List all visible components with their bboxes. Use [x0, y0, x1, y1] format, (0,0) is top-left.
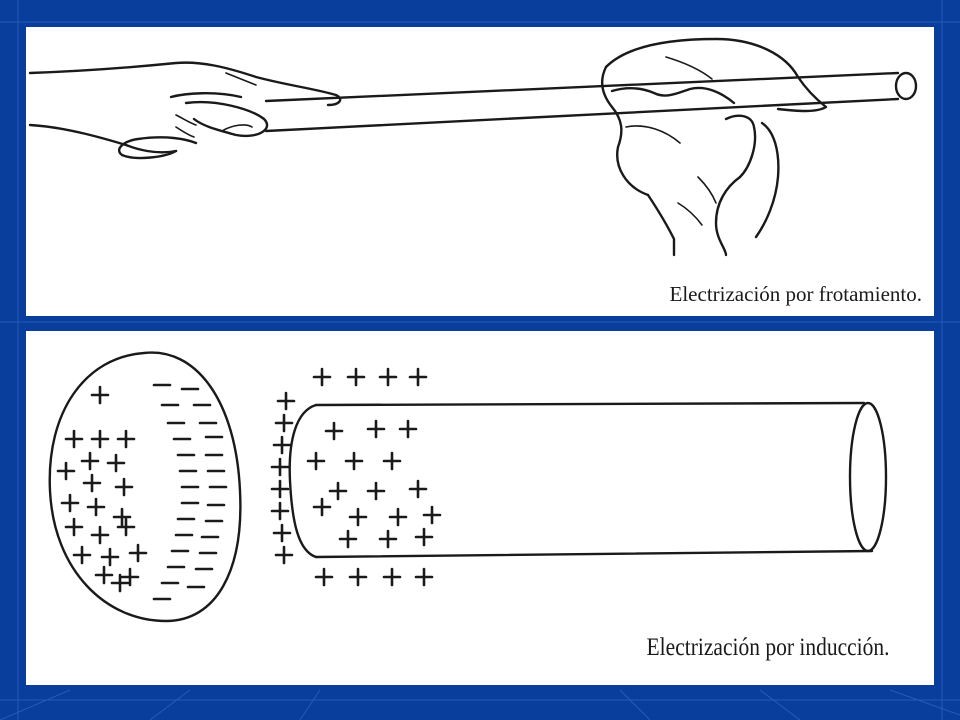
positive-charge-icon	[64, 429, 84, 449]
positive-charge-icon	[56, 461, 76, 481]
positive-charge-icon	[90, 525, 110, 545]
positive-charge-icon	[328, 481, 348, 501]
charged-sphere	[48, 351, 242, 623]
positive-charge-icon	[378, 367, 398, 387]
positive-charge-icon	[274, 545, 294, 565]
positive-charge-icon	[306, 451, 326, 471]
charged-sphere-and-rod-icon	[48, 351, 888, 623]
positive-charge-icon	[112, 507, 132, 527]
left-hand	[28, 61, 342, 160]
positive-charge-icon	[272, 523, 292, 543]
positive-charge-icon	[270, 457, 290, 477]
sphere-positive-charges	[56, 385, 148, 593]
positive-charge-icon	[422, 505, 442, 525]
positive-charge-icon	[270, 501, 290, 521]
positive-charge-icon	[366, 419, 386, 439]
positive-charge-icon	[106, 453, 126, 473]
positive-charge-icon	[94, 565, 114, 585]
positive-charge-icon	[414, 567, 434, 587]
positive-charge-icon	[398, 419, 418, 439]
positive-charge-icon	[382, 451, 402, 471]
positive-charge-icon	[348, 507, 368, 527]
positive-charge-icon	[120, 567, 140, 587]
positive-charge-icon	[346, 367, 366, 387]
positive-charge-icon	[90, 385, 110, 405]
positive-charge-icon	[110, 573, 130, 593]
cloth-and-right-hand	[601, 37, 828, 257]
positive-charge-icon	[72, 545, 92, 565]
positive-charge-icon	[414, 527, 434, 547]
positive-charge-icon	[312, 367, 332, 387]
positive-charge-icon	[408, 367, 428, 387]
positive-charge-icon	[114, 477, 134, 497]
positive-charge-icon	[64, 517, 84, 537]
positive-charge-icon	[366, 481, 386, 501]
positive-charge-icon	[378, 529, 398, 549]
positive-charge-icon	[116, 429, 136, 449]
positive-charge-icon	[272, 435, 292, 455]
positive-charge-icon	[80, 451, 100, 471]
positive-charge-icon	[314, 567, 334, 587]
positive-charge-icon	[60, 493, 80, 513]
positive-charge-icon	[270, 479, 290, 499]
positive-charge-icon	[274, 413, 294, 433]
positive-charge-icon	[338, 529, 358, 549]
positive-charge-icon	[312, 497, 332, 517]
induction-caption: Electrización por inducción.	[647, 634, 890, 661]
positive-charge-icon	[324, 421, 344, 441]
positive-charge-icon	[90, 429, 110, 449]
hand-rubbing-rod-icon	[28, 37, 918, 257]
positive-charge-icon	[100, 547, 120, 567]
positive-charge-icon	[86, 497, 106, 517]
positive-charge-icon	[82, 473, 102, 493]
sphere-negative-charges	[152, 383, 228, 601]
positive-charge-icon	[344, 451, 364, 471]
positive-charge-icon	[388, 507, 408, 527]
positive-charge-icon	[116, 517, 136, 537]
positive-charge-icon	[128, 543, 148, 563]
rod-positive-charges	[270, 367, 442, 587]
positive-charge-icon	[408, 479, 428, 499]
charged-rod	[270, 367, 888, 587]
rubbing-figure-panel: Electrización por frotamiento.	[26, 27, 934, 316]
induction-figure-panel: Electrización por inducción.	[26, 331, 934, 685]
positive-charge-icon	[382, 567, 402, 587]
positive-charge-icon	[348, 567, 368, 587]
positive-charge-icon	[276, 391, 296, 411]
glass-rod	[264, 71, 918, 133]
rubbing-caption: Electrización por frotamiento.	[669, 282, 922, 306]
